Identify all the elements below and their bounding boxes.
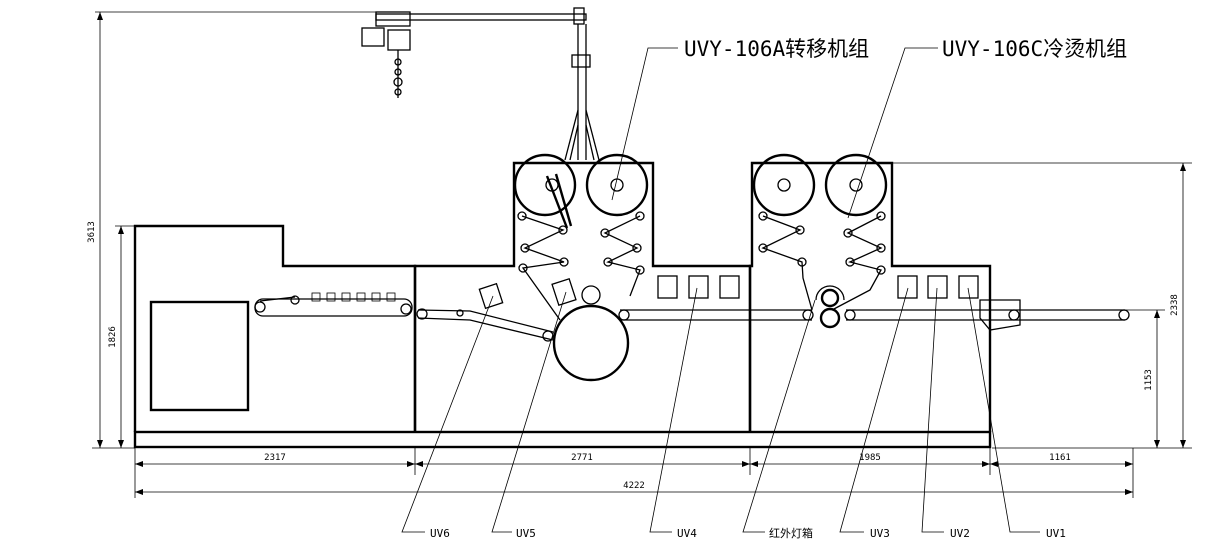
uv-lamp-boxes — [311, 275, 979, 302]
conveyors — [254, 295, 1130, 342]
callout-uv4: UV4 — [677, 527, 697, 540]
callout-uv1: UV1 — [1046, 527, 1066, 540]
hoist-crane — [361, 7, 600, 161]
dim-seg1: 2317 — [264, 453, 286, 463]
title-leaders — [611, 47, 938, 219]
transfer-unit-rollers — [478, 153, 649, 382]
bottom-dimensions: 2317 2771 1985 1161 4222 — [134, 448, 1134, 498]
dim-total-height: 3613 — [87, 221, 97, 243]
cold-foil-unit-rollers — [752, 153, 888, 329]
transfer-unit-title: UVY-106A转移机组 — [684, 37, 869, 61]
right-dimensions: 2338 1153 — [893, 162, 1192, 449]
callout-uv2: UV2 — [950, 527, 970, 540]
callout-uv3: UV3 — [870, 527, 890, 540]
dim-seg4: 1161 — [1049, 453, 1071, 463]
left-dimensions: 3613 1826 — [87, 11, 380, 449]
dim-right-height: 2338 — [1170, 294, 1180, 316]
dim-seg3: 1985 — [859, 453, 881, 463]
dim-feed-height: 1153 — [1144, 369, 1154, 391]
callout-leaders — [401, 287, 1040, 533]
machine-body — [133, 161, 992, 449]
callout-ir-lamp-box: 红外灯箱 — [769, 526, 813, 540]
dim-seg2: 2771 — [571, 453, 593, 463]
callout-uv5: UV5 — [516, 527, 536, 540]
dim-total-length: 4222 — [623, 481, 645, 491]
callout-uv6: UV6 — [430, 527, 450, 540]
dim-left-height: 1826 — [108, 326, 118, 348]
cold-foil-unit-title: UVY-106C冷烫机组 — [942, 37, 1127, 61]
